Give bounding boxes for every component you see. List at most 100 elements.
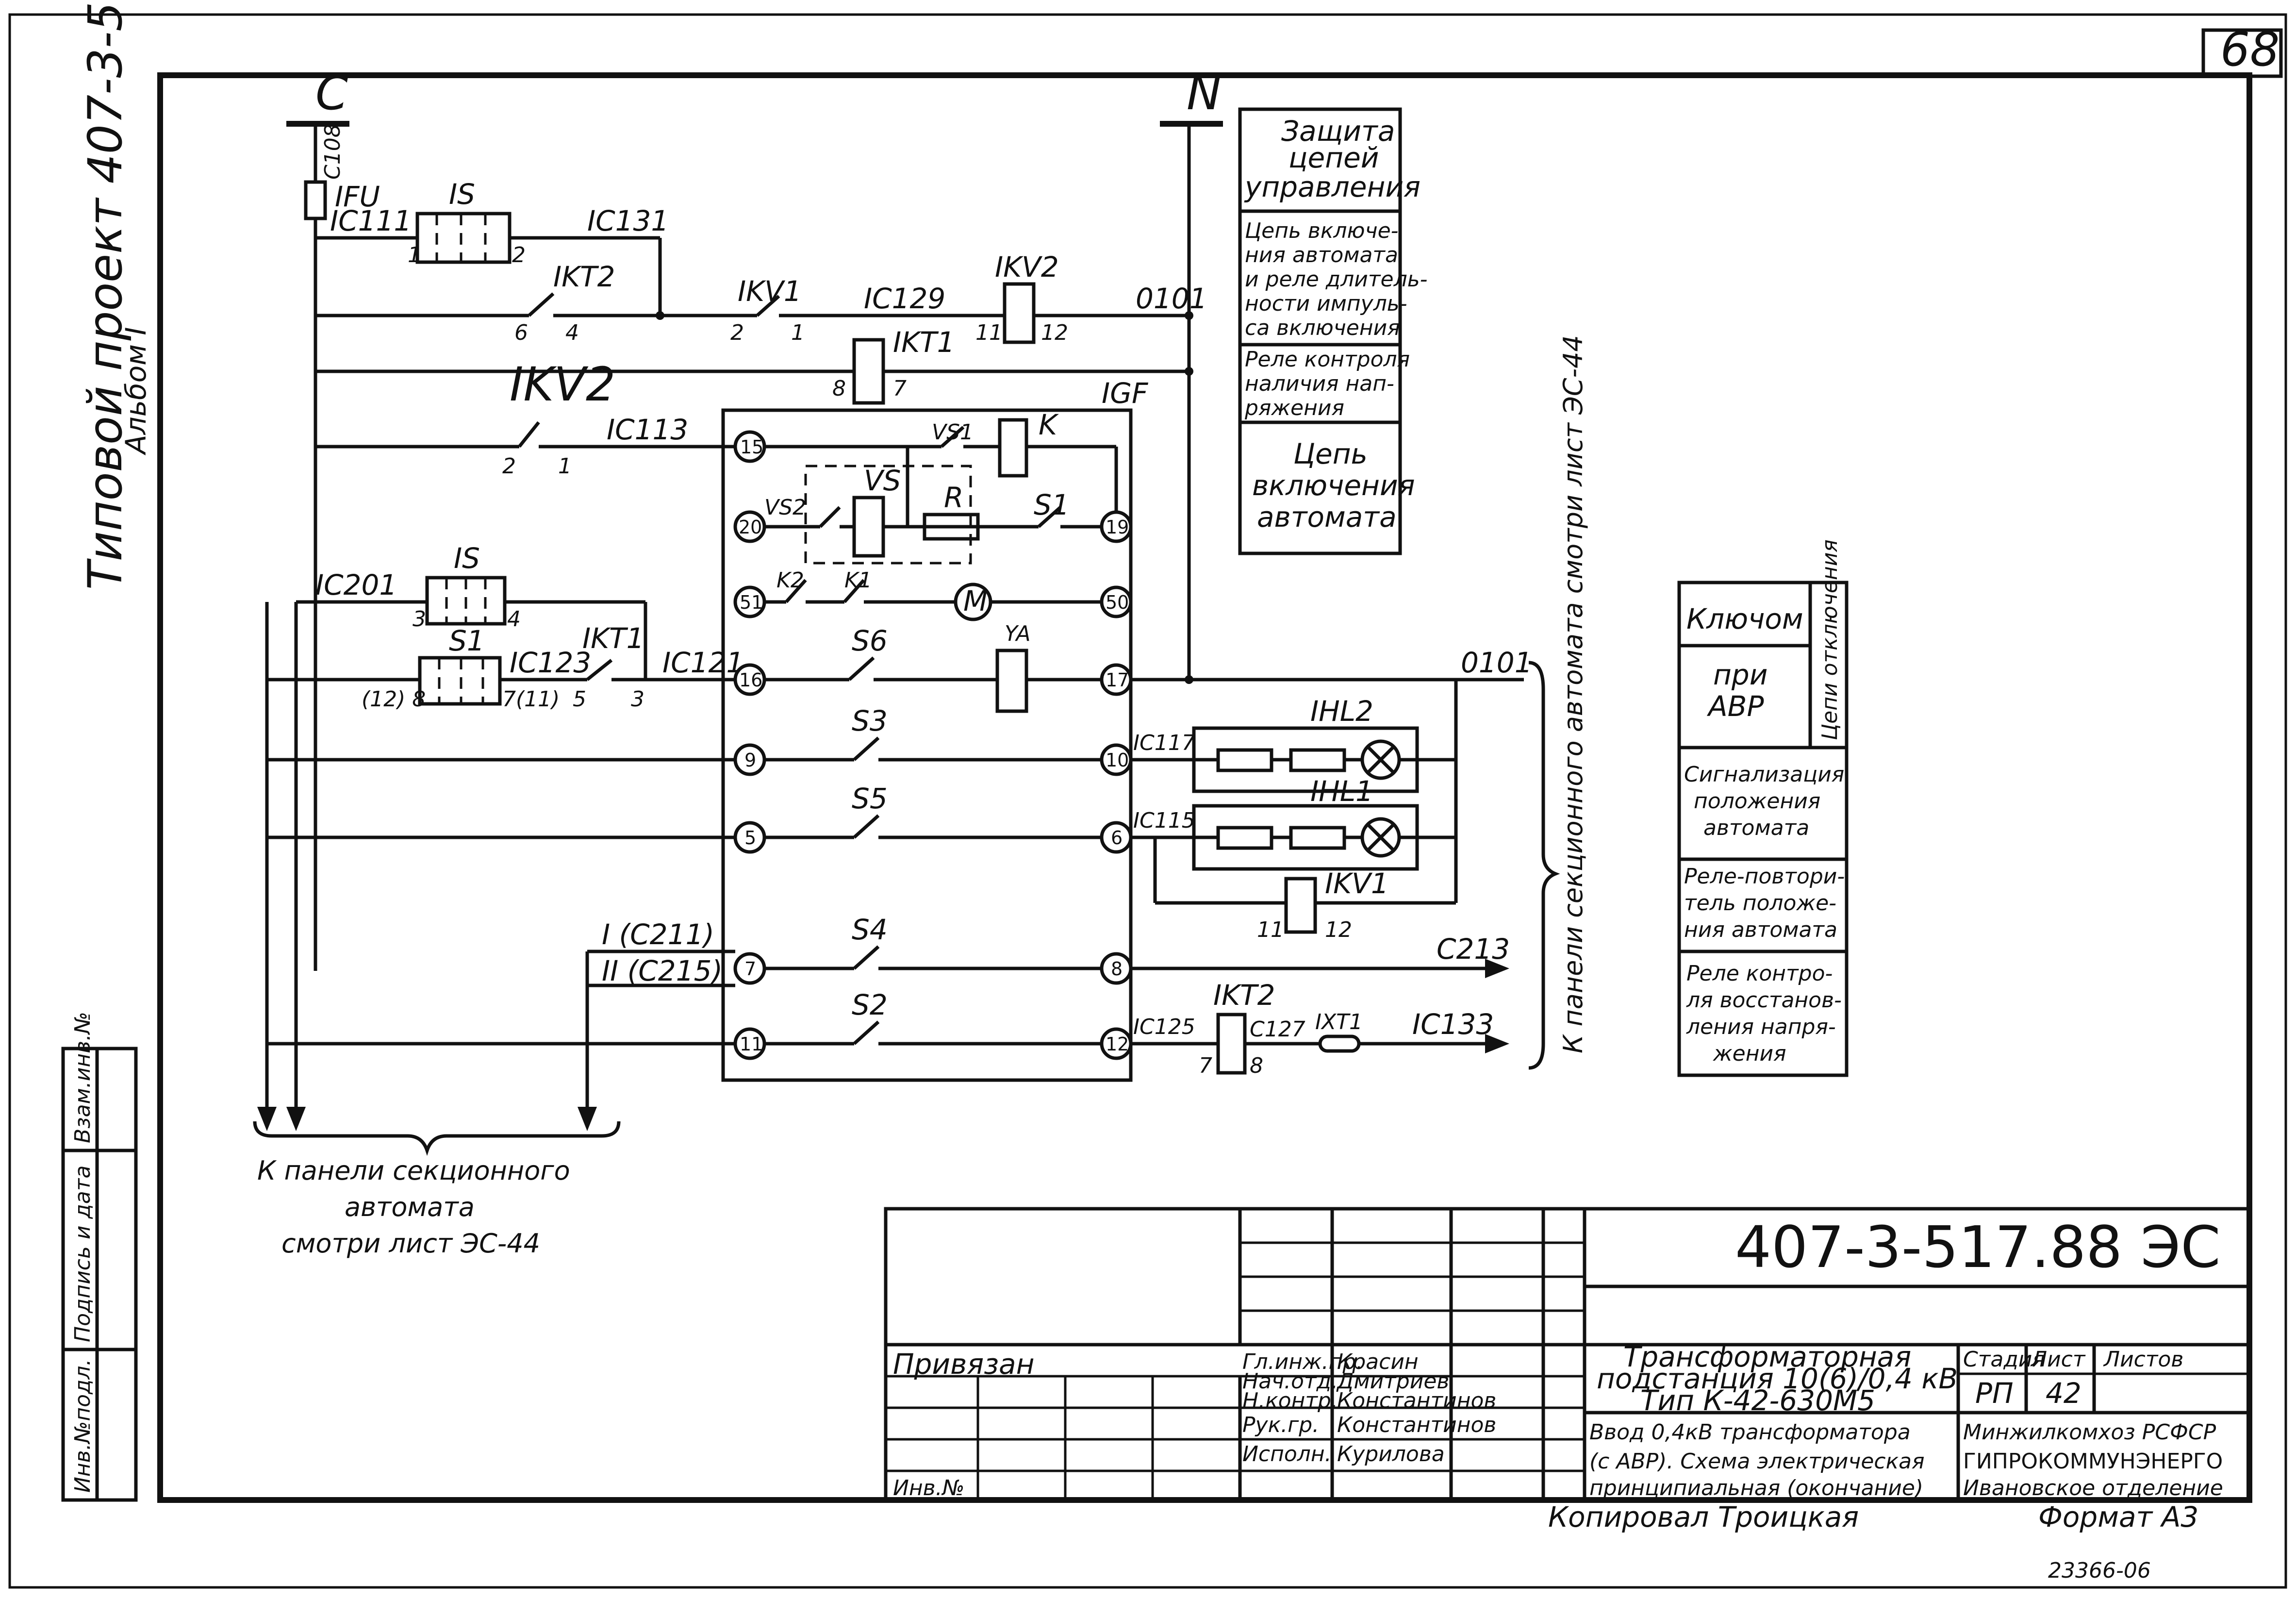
svg-text:Стадия: Стадия [1963,1347,2045,1372]
svg-text:(12) 8: (12) 8 [362,687,426,712]
bottom-note-1: К панели секционного [257,1155,570,1186]
svg-text:S1: S1 [1034,488,1070,521]
svg-text:при: при [1713,658,1767,691]
bottom-note-2: автомата [345,1192,475,1222]
contact-ikt2 [528,292,555,317]
svg-text:Минжилкомхоз РСФСР: Минжилкомхоз РСФСР [1963,1420,2216,1445]
svg-text:Реле-повтори-: Реле-повтори- [1684,864,1845,889]
wire-ic131: IC131 [587,204,669,237]
terminal-15: 15 [733,430,766,463]
svg-text:M: M [963,584,988,617]
svg-text:ления напря-: ления напря- [1686,1015,1836,1039]
svg-text:IHL2: IHL2 [1310,695,1373,728]
coil-ikv2-label: IKV2 [995,250,1059,283]
svg-text:(с АВР). Схема электрическая: (с АВР). Схема электрическая [1589,1449,1925,1474]
svg-text:Константинов: Константинов [1337,1388,1496,1413]
svg-text:VS: VS [864,464,901,497]
wire-c127: C127 [1250,1017,1305,1042]
left-stamp-strip [61,1047,138,1502]
wire-ic201: IC201 [315,568,397,601]
contact-vs2 [819,506,841,528]
contact-s4 [853,945,880,970]
svg-text:ля восстанов-: ля восстанов- [1686,988,1842,1013]
svg-text:2: 2 [502,454,516,479]
svg-text:ния автомата: ния автомата [1684,917,1837,942]
fuse-ifu-label: IFU [335,180,380,213]
stamp-sign: Подпись и дата [70,1166,95,1342]
contact-ikv2 [518,421,540,448]
wire-ic115: IC115 [1133,808,1195,833]
terminal-5: 5 [733,821,766,854]
svg-text:16: 16 [739,669,762,691]
fuse-ifu [304,180,327,220]
panel-igf [721,408,1133,1082]
bus-c-label: C [315,66,348,120]
terminal-17: 17 [1100,663,1133,696]
svg-text:Трансформаторная: Трансформаторная [1623,1340,1911,1373]
svg-text:IKT2: IKT2 [1213,979,1275,1012]
wire-ic123: IC123 [510,646,591,679]
svg-text:положения: положения [1694,789,1820,814]
svg-text:10: 10 [1106,750,1129,771]
svg-text:автомата: автомата [1257,500,1397,533]
svg-text:Цепь включе-: Цепь включе- [1245,218,1399,243]
contact-vs1 [940,426,965,448]
svg-text:7(11): 7(11) [502,687,560,712]
svg-text:Цепи отключения: Цепи отключения [1817,539,1842,740]
svg-text:1: 1 [408,243,421,267]
contact-k2 [785,579,807,603]
svg-text:VS2: VS2 [764,495,806,520]
svg-text:Лист: Лист [2030,1347,2086,1372]
svg-text:Рук.гр.: Рук.гр. [1242,1413,1319,1437]
svg-text:Исполн.: Исполн. [1242,1442,1332,1467]
wire-c213: C213 [1437,933,1510,966]
contact-k1 [843,579,865,603]
svg-text:Листов: Листов [2103,1347,2183,1372]
terminal-51: 51 [733,585,766,618]
lamp-ihl1-box [1192,804,1419,871]
svg-text:K1: K1 [844,568,872,593]
svg-text:Курилова: Курилова [1337,1442,1445,1467]
svg-text:S5: S5 [852,782,888,815]
svg-text:S6: S6 [852,624,888,657]
svg-text:15: 15 [740,436,763,458]
svg-text:ГИПРОКОММУНЭНЕРГО: ГИПРОКОММУНЭНЕРГО [1963,1449,2223,1474]
terminal-6: 6 [1100,821,1133,854]
terminal-12: 12 [1100,1027,1133,1060]
svg-text:12: 12 [1325,917,1352,942]
svg-text:Нач.отд.: Нач.отд. [1242,1369,1338,1394]
svg-text:управления: управления [1244,170,1421,203]
right-brace [1528,661,1560,1070]
svg-text:Красин: Красин [1337,1350,1419,1374]
wire-ic121: IC121 [662,646,744,679]
svg-text:7: 7 [1199,1053,1212,1078]
wire-0101-top: 0101 [1136,282,1207,315]
terminal-7: 7 [733,952,766,985]
svg-text:K: K [1039,408,1059,441]
svg-text:цепей: цепей [1288,141,1379,174]
svg-text:IKV1: IKV1 [1325,867,1389,900]
contact-s5 [853,814,880,839]
svg-text:Константинов: Константинов [1337,1413,1496,1437]
wire-ic129: IC129 [864,282,945,315]
svg-text:9: 9 [744,750,756,771]
svg-text:1: 1 [558,454,572,479]
svg-text:Реле контроля: Реле контроля [1245,347,1410,372]
svg-text:8: 8 [1250,1053,1263,1078]
terminal-11: 11 [733,1027,766,1060]
format-label: Формат А3 [2038,1500,2198,1533]
svg-text:принципиальная (окончание): принципиальная (окончание) [1589,1476,1923,1500]
svg-text:АВР: АВР [1706,690,1764,723]
bound-label: Привязан [893,1348,1035,1381]
page-number: 68 [2220,22,2279,77]
svg-text:Тип К-42-630М5: Тип К-42-630М5 [1640,1384,1875,1417]
svg-text:5: 5 [573,687,586,712]
title-block: 407-3-517.88 ЭС Привязан Инв.№ Гл.инж.пр… [884,1207,2251,1502]
terminal-ixt1 [1318,1034,1361,1053]
coil-ikv1 [1284,877,1317,934]
stamp-replace: Взам.инв.№ [70,1012,95,1143]
switch-is-top [415,212,512,264]
wire-ic111: IC111 [330,204,412,237]
contact-ikv1-label: IKV1 [738,275,802,308]
svg-text:K2: K2 [776,568,804,593]
